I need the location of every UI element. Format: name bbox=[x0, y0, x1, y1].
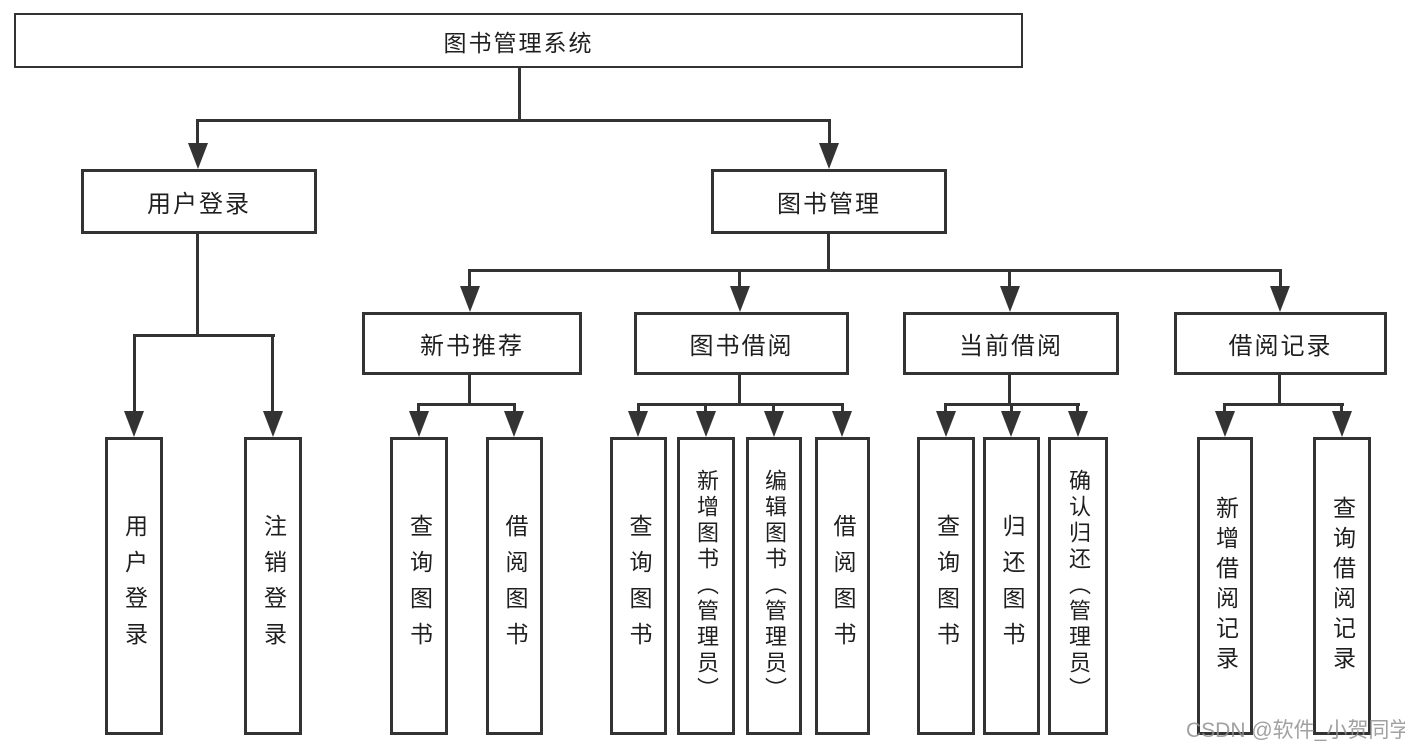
leaf-add-borrow-record: 新增借阅记录 bbox=[1197, 437, 1253, 735]
leaf-confirm-return-admin: 确认归还（管理员） bbox=[1048, 437, 1108, 735]
arrow-book-management bbox=[819, 143, 839, 169]
connector-drop bbox=[417, 403, 420, 415]
connector-drop bbox=[1223, 403, 1226, 415]
node-label: 图书管理 bbox=[777, 191, 881, 218]
node-label: 图书管理系统 bbox=[443, 29, 594, 56]
connector-drop bbox=[1010, 403, 1013, 415]
connector-root-split bbox=[196, 119, 831, 122]
arrow-leaf bbox=[832, 411, 852, 437]
node-user-login: 用户登录 bbox=[81, 169, 317, 234]
arrow-leaf bbox=[1001, 411, 1021, 437]
connector-drop bbox=[841, 403, 844, 415]
node-label: 借阅记录 bbox=[1228, 333, 1333, 360]
connector-user-login-split bbox=[133, 334, 275, 337]
leaf-edit-book-admin: 编辑图书（管理员） bbox=[746, 437, 802, 735]
connector-borrow-record-stem bbox=[1278, 375, 1281, 406]
connector-drop bbox=[704, 403, 707, 415]
leaf-return-book: 归还图书 bbox=[983, 437, 1040, 735]
leaf-borrow-book: 借阅图书 bbox=[815, 437, 870, 735]
node-book-management: 图书管理 bbox=[711, 169, 947, 234]
node-new-book-recommend: 新书推荐 bbox=[362, 312, 582, 375]
leaf-borrow-book-recommend: 借阅图书 bbox=[486, 437, 543, 735]
leaf-add-book-admin: 新增图书（管理员） bbox=[677, 437, 735, 735]
connector-level3-split bbox=[468, 269, 1282, 272]
leaf-label: 新增图书（管理员） bbox=[694, 469, 719, 703]
connector-drop bbox=[1076, 403, 1079, 415]
connector-drop-user-login bbox=[196, 119, 199, 151]
connector-drop-leaf-login bbox=[133, 334, 136, 416]
connector-new-book-split bbox=[417, 403, 516, 406]
arrow-new-book bbox=[460, 286, 480, 312]
leaf-label: 用户登录 bbox=[121, 514, 148, 658]
connector-book-borrow-stem bbox=[738, 375, 741, 406]
leaf-label: 查询借阅记录 bbox=[1329, 496, 1356, 676]
arrow-leaf-logout bbox=[263, 411, 283, 437]
watermark: CSDN @软件_小贺同学 bbox=[1186, 719, 1405, 742]
arrow-leaf bbox=[696, 411, 716, 437]
node-label: 当前借阅 bbox=[959, 333, 1063, 360]
connector-drop bbox=[944, 403, 947, 415]
connector-drop bbox=[513, 403, 516, 415]
arrow-leaf bbox=[1068, 411, 1088, 437]
node-label: 新书推荐 bbox=[420, 333, 524, 360]
connector-drop-book-management bbox=[828, 119, 831, 151]
arrow-current-borrow bbox=[1000, 286, 1020, 312]
arrow-leaf bbox=[1332, 411, 1352, 437]
leaf-query-book-recommend: 查询图书 bbox=[390, 437, 448, 735]
arrow-leaf bbox=[1215, 411, 1235, 437]
arrow-book-borrow bbox=[730, 286, 750, 312]
leaf-query-book-current: 查询图书 bbox=[917, 437, 975, 735]
node-label: 图书借阅 bbox=[689, 333, 794, 360]
connector-book-borrow-split bbox=[637, 403, 844, 406]
node-current-borrow: 当前借阅 bbox=[903, 312, 1119, 375]
leaf-user-login: 用户登录 bbox=[105, 437, 163, 735]
leaf-label: 借阅图书 bbox=[830, 514, 856, 658]
connector-drop-current-borrow bbox=[1008, 269, 1011, 295]
leaf-label: 确认归还（管理员） bbox=[1066, 469, 1091, 703]
leaf-label: 查询图书 bbox=[406, 514, 433, 658]
arrow-leaf bbox=[409, 411, 429, 437]
leaf-query-borrow-record: 查询借阅记录 bbox=[1313, 437, 1371, 735]
leaf-label: 查询图书 bbox=[933, 514, 960, 658]
node-label: 用户登录 bbox=[147, 191, 251, 218]
node-borrow-record: 借阅记录 bbox=[1174, 312, 1387, 375]
arrow-leaf bbox=[628, 411, 648, 437]
leaf-label: 编辑图书（管理员） bbox=[762, 469, 787, 703]
arrow-borrow-record bbox=[1270, 286, 1290, 312]
connector-drop-borrow-record bbox=[1279, 269, 1282, 295]
node-library-system: 图书管理系统 bbox=[14, 13, 1023, 68]
connector-drop-leaf-logout bbox=[271, 334, 274, 416]
connector-drop bbox=[772, 403, 775, 415]
arrow-leaf bbox=[504, 411, 524, 437]
leaf-label: 注销登录 bbox=[260, 514, 287, 658]
connector-user-login-stem bbox=[196, 234, 199, 336]
connector-book-management-stem bbox=[827, 234, 830, 272]
arrow-leaf-login bbox=[124, 411, 144, 437]
connector-drop-book-borrow bbox=[738, 269, 741, 295]
leaf-label: 借阅图书 bbox=[502, 514, 528, 658]
leaf-logout: 注销登录 bbox=[244, 437, 302, 735]
connector-borrow-record-split bbox=[1223, 403, 1344, 406]
arrow-leaf bbox=[936, 411, 956, 437]
arrow-user-login bbox=[188, 143, 208, 169]
leaf-label: 查询图书 bbox=[626, 514, 652, 658]
connector-root-stem bbox=[518, 67, 521, 122]
connector-new-book-stem bbox=[468, 375, 471, 406]
node-book-borrow: 图书借阅 bbox=[634, 312, 849, 375]
leaf-label: 归还图书 bbox=[999, 514, 1025, 658]
connector-drop bbox=[1340, 403, 1343, 415]
connector-drop bbox=[637, 403, 640, 415]
leaf-query-book-borrow: 查询图书 bbox=[610, 437, 667, 735]
arrow-leaf bbox=[764, 411, 784, 437]
connector-drop-new-book bbox=[468, 269, 471, 295]
connector-current-borrow-stem bbox=[1008, 375, 1011, 406]
leaf-label: 新增借阅记录 bbox=[1212, 496, 1239, 676]
